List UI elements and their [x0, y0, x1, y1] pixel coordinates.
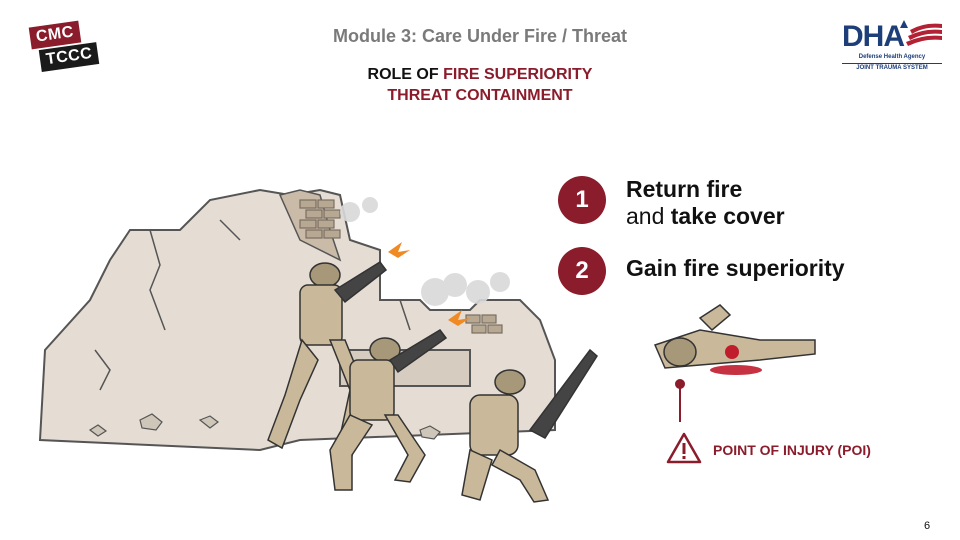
injured-soldier-graphic [653, 304, 816, 375]
warning-triangle-icon [666, 432, 702, 464]
poi-pin-icon [675, 379, 685, 422]
dha-agency-name: Defense Health Agency [858, 54, 926, 60]
module-title: Module 3: Care Under Fire / Threat [332, 26, 628, 46]
step-2-line1: Gain fire superiority [626, 255, 845, 281]
step-1-text: Return fire and take cover [626, 176, 785, 230]
poi-label: POINT OF INJURY (POI) [713, 442, 871, 458]
flag-stripes-icon [900, 20, 942, 46]
dha-system-name: JOINT TRAUMA SYSTEM [842, 63, 942, 71]
step-1-line2-prefix: and [626, 203, 671, 229]
step-2-badge: 2 [558, 247, 606, 295]
dha-logo: DHA Defense Health Agency JOINT TRAUMA S… [838, 20, 942, 72]
page-number: 6 [924, 520, 931, 532]
subtitle-prefix: ROLE OF [367, 66, 444, 83]
soldiers-graphic [267, 261, 598, 503]
step-1-line1: Return fire [626, 176, 743, 202]
slide-subtitle: ROLE OF FIRE SUPERIORITY THREAT CONTAINM… [0, 64, 960, 106]
step-2-text: Gain fire superiority [626, 255, 845, 282]
step-1-line2-bold: take cover [670, 203, 785, 229]
dha-logo-letters: DHA [842, 20, 905, 53]
subtitle-line2: THREAT CONTAINMENT [387, 87, 573, 104]
step-1-badge: 1 [558, 176, 606, 224]
subtitle-highlight: FIRE SUPERIORITY [443, 66, 593, 83]
